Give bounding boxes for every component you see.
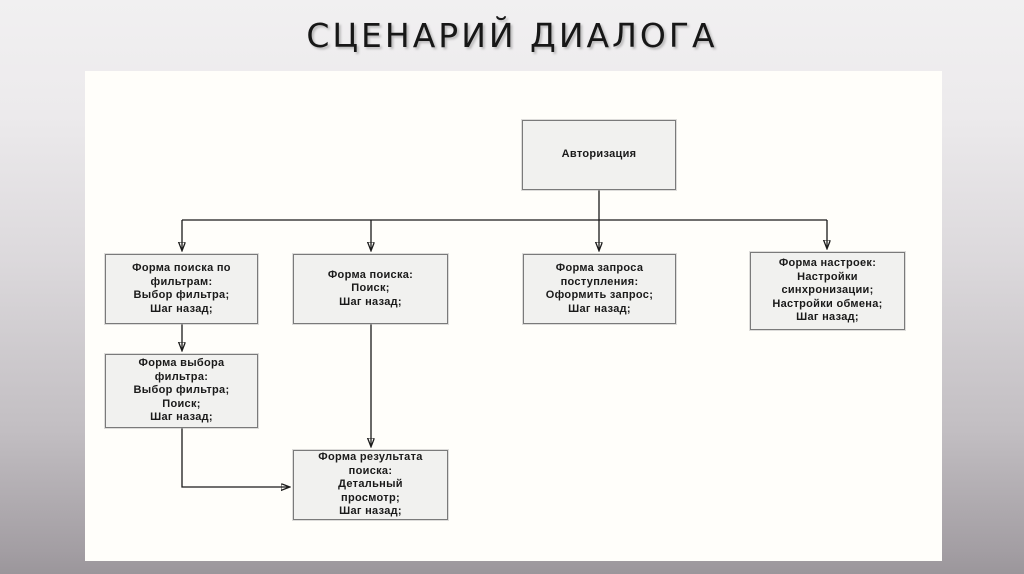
node-filter-choice-form: Форма выбора фильтра: Выбор фильтра; Пои… — [105, 354, 258, 428]
slide-title: СЦЕНАРИЙ ДИАЛОГА — [306, 16, 718, 55]
node-filter-search-form: Форма поиска по фильтрам: Выбор фильтра;… — [105, 254, 258, 324]
node-incoming-request-form: Форма запроса поступления: Оформить запр… — [523, 254, 676, 324]
node-search-result-form: Форма результата поиска: Детальный просм… — [293, 450, 448, 520]
node-search-form: Форма поиска: Поиск; Шаг назад; — [293, 254, 448, 324]
node-settings-form: Форма настроек: Настройки синхронизации;… — [750, 252, 905, 330]
node-authorization: Авторизация — [522, 120, 676, 190]
